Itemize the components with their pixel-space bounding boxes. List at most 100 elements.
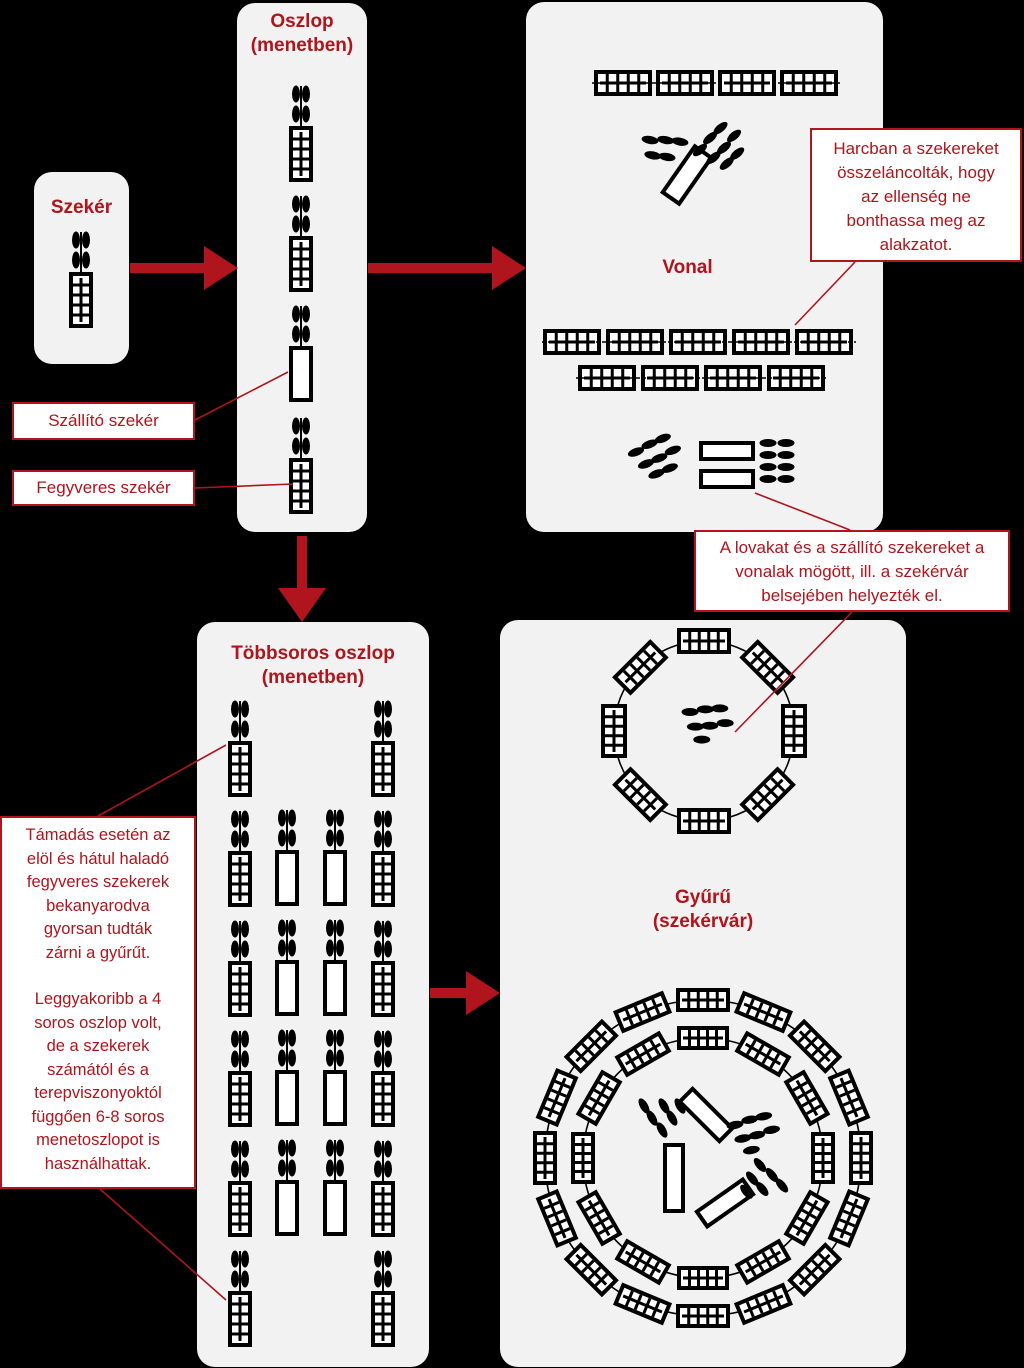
wagon-rail [624,1250,662,1274]
horse [627,447,645,457]
wagon-post [770,777,786,792]
wagon-post [853,1170,869,1174]
horse [759,463,777,471]
wagon-shaft [286,810,288,850]
horse [302,85,310,103]
wagon-shaft [382,701,384,741]
horse-row [759,451,795,459]
horse-row [759,463,795,471]
wagon-body [275,1180,299,1236]
wagon-rail [859,1137,863,1179]
wagon-post [715,1308,719,1324]
horse-group [638,1098,686,1138]
wagon-post [789,369,793,387]
wagon-post [746,1039,757,1056]
wagon-body [371,741,395,797]
horse [745,1171,759,1186]
horse [742,1145,760,1155]
wagon-rail [543,1137,547,1179]
arrow [368,246,526,290]
wagon-post [642,1002,652,1019]
callout-lovakat-line: vonalak mögött, ill. a szekérvár [735,562,969,581]
wagon-rail [587,1079,611,1117]
wagon-shaft [239,1031,241,1071]
wagon-post [605,734,623,738]
wagon-post [232,1082,248,1086]
armed-wagon [371,810,395,907]
wagon-post [293,247,309,251]
armed-wagon [676,988,730,1012]
wagon-post [763,1005,773,1022]
horse [374,700,382,718]
wagon-post [293,137,309,141]
arrow [278,536,326,622]
horse [336,829,344,847]
armed-wagon [228,810,252,907]
armed-wagon [228,920,252,1017]
wagon-rail [683,819,725,823]
armed-wagon [69,231,93,328]
horse [384,1250,392,1268]
wagon-post [715,992,719,1008]
wagon-post [293,167,309,171]
horse [326,1029,334,1047]
transport-wagon [659,143,715,207]
wagon-body [371,851,395,907]
horse [726,1120,744,1130]
horse [719,157,734,170]
wagon-post [687,992,691,1008]
horse [231,830,239,848]
horse [241,1140,249,1158]
wagon-post [232,992,248,996]
callout-tamadas-line: elöl és hátul haladó [26,849,170,868]
wagon-post [375,1102,391,1106]
wagon-shaft [300,196,302,236]
wagon-post [543,1200,560,1210]
horse [713,121,728,135]
callout-tamadas-line: bekanyarodva [46,896,150,915]
wagon-rail [683,1036,723,1040]
wagon-post [688,1030,691,1046]
wagon-shaft [334,1140,336,1180]
armed-wagon [781,704,807,758]
wagon-post [818,1252,832,1267]
transport-wagon [694,1176,756,1230]
wagon-post [835,1079,852,1089]
wagon-body [323,850,347,906]
wagon-post [761,1048,773,1065]
horse [664,445,681,456]
horse [384,830,392,848]
horse [336,1049,344,1067]
wagon-post [706,992,710,1008]
wagon-rail [724,81,770,85]
horse [241,920,249,938]
wagon-rail [839,1198,859,1239]
horse [302,215,310,233]
horse [703,131,718,145]
wagon-bed [279,1184,295,1232]
horse [231,1250,239,1268]
transport-wagon [323,1139,347,1236]
wagon-post [293,469,309,473]
horse [292,305,300,323]
horse [241,940,249,958]
wagon-post [642,1297,652,1314]
horse [278,1139,286,1157]
wagon-shaft [334,1030,336,1070]
callout-szallito-text: Szállító szekér [48,411,159,430]
wagon-post [750,797,765,813]
horse [753,1157,767,1173]
wagon-post [785,734,803,738]
horse [658,1098,670,1114]
armed-wagon [739,639,796,696]
wagon-post [581,1259,595,1274]
wagon-rail [238,857,242,901]
wagon-post [375,752,391,756]
wagon-body [371,1181,395,1237]
wagon-rail [381,857,385,901]
horse [336,1139,344,1157]
wagon-body [323,1180,347,1236]
panel-oszlop-title-line2: (menetben) [250,35,354,56]
wagon-rail [299,242,303,286]
wagon-post [761,1251,773,1268]
